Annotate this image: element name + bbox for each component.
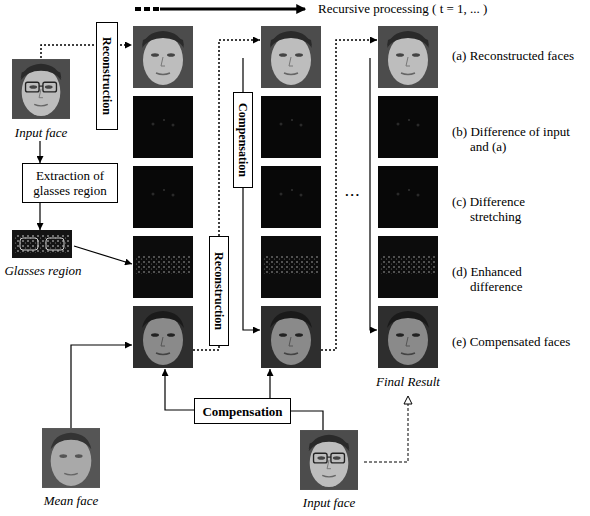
difference-image	[133, 96, 193, 158]
enhanced-difference	[378, 236, 438, 298]
row-label: (a) Reconstructed faces	[452, 48, 574, 63]
reconstructed-face	[261, 26, 321, 88]
connector	[39, 141, 40, 163]
enhanced-difference	[261, 236, 321, 298]
box-label: Compensation	[236, 103, 250, 177]
mean-face-image	[42, 428, 100, 488]
process-box-vertical: Reconstruction	[209, 236, 229, 346]
row-label: (e) Compensated faces	[452, 334, 574, 349]
arrow	[269, 369, 270, 398]
face-image-node: Input face	[8, 58, 74, 140]
input-face-image	[300, 430, 358, 490]
hollow-arrow	[364, 396, 408, 462]
arrow	[74, 246, 132, 264]
face-image-node: Mean face	[36, 428, 106, 508]
glasses-region-image	[12, 230, 72, 258]
label-box: ...	[342, 184, 364, 199]
row-label: (d) Enhanced difference	[452, 264, 574, 294]
label-box: Recursive processing ( t = 1, ... )	[318, 1, 568, 16]
label-box: (c) Difference stretching	[452, 194, 574, 224]
box-label: Reconstruction	[100, 37, 114, 115]
process-box-vertical: Compensation	[233, 92, 253, 188]
input-face-image	[12, 59, 70, 119]
face-image-node: Input face	[294, 430, 364, 510]
connector	[41, 45, 96, 58]
label-box: (e) Compensated faces	[452, 334, 574, 349]
row-label: (b) Difference of input and (a)	[452, 124, 574, 154]
arrow	[165, 369, 195, 410]
dotted-arrow	[321, 40, 377, 350]
label-box: Final Result	[368, 374, 448, 389]
label-box: (d) Enhanced difference	[452, 264, 574, 294]
label-box: (b) Difference of input and (a)	[452, 124, 574, 154]
box-label: Compensation	[202, 404, 282, 419]
difference-image	[261, 96, 321, 158]
stretched-difference	[133, 166, 193, 228]
difference-image	[378, 96, 438, 158]
connector	[291, 411, 323, 430]
box-label: Extraction of glasses region	[27, 168, 113, 198]
arrow	[370, 58, 377, 330]
face-image-node: Glasses region	[8, 230, 78, 278]
box-label: Reconstruction	[212, 252, 226, 330]
image-caption: Input face	[303, 495, 355, 510]
recursion-arrow-tail	[135, 7, 160, 11]
image-caption: Glasses region	[4, 263, 81, 278]
image-caption: Input face	[15, 125, 67, 140]
compensated-face	[261, 306, 321, 368]
reconstructed-face	[133, 26, 193, 88]
label-box: (a) Reconstructed faces	[452, 48, 574, 63]
dotted-arrow	[120, 44, 132, 46]
flow-arrows	[71, 9, 408, 462]
process-label: Recursive processing ( t = 1, ... )	[318, 1, 568, 16]
recursion-arrow	[160, 8, 305, 11]
process-box: Extraction of glasses region	[22, 163, 118, 203]
stretched-difference	[261, 166, 321, 228]
compensated-face	[378, 306, 438, 368]
process-box-vertical: Reconstruction	[96, 22, 118, 130]
compensated-face	[133, 306, 193, 368]
result-label: Final Result	[368, 374, 448, 389]
enhanced-difference	[133, 236, 193, 298]
arrow	[71, 345, 132, 428]
ellipsis: ...	[342, 184, 364, 199]
image-caption: Mean face	[44, 493, 99, 508]
connector	[39, 203, 40, 230]
reconstructed-face	[378, 26, 438, 88]
stretched-difference	[378, 166, 438, 228]
row-label: (c) Difference stretching	[452, 194, 574, 224]
process-box: Compensation	[194, 398, 291, 424]
face-thumbnails	[12, 26, 438, 490]
dotted-arrow	[193, 40, 260, 350]
